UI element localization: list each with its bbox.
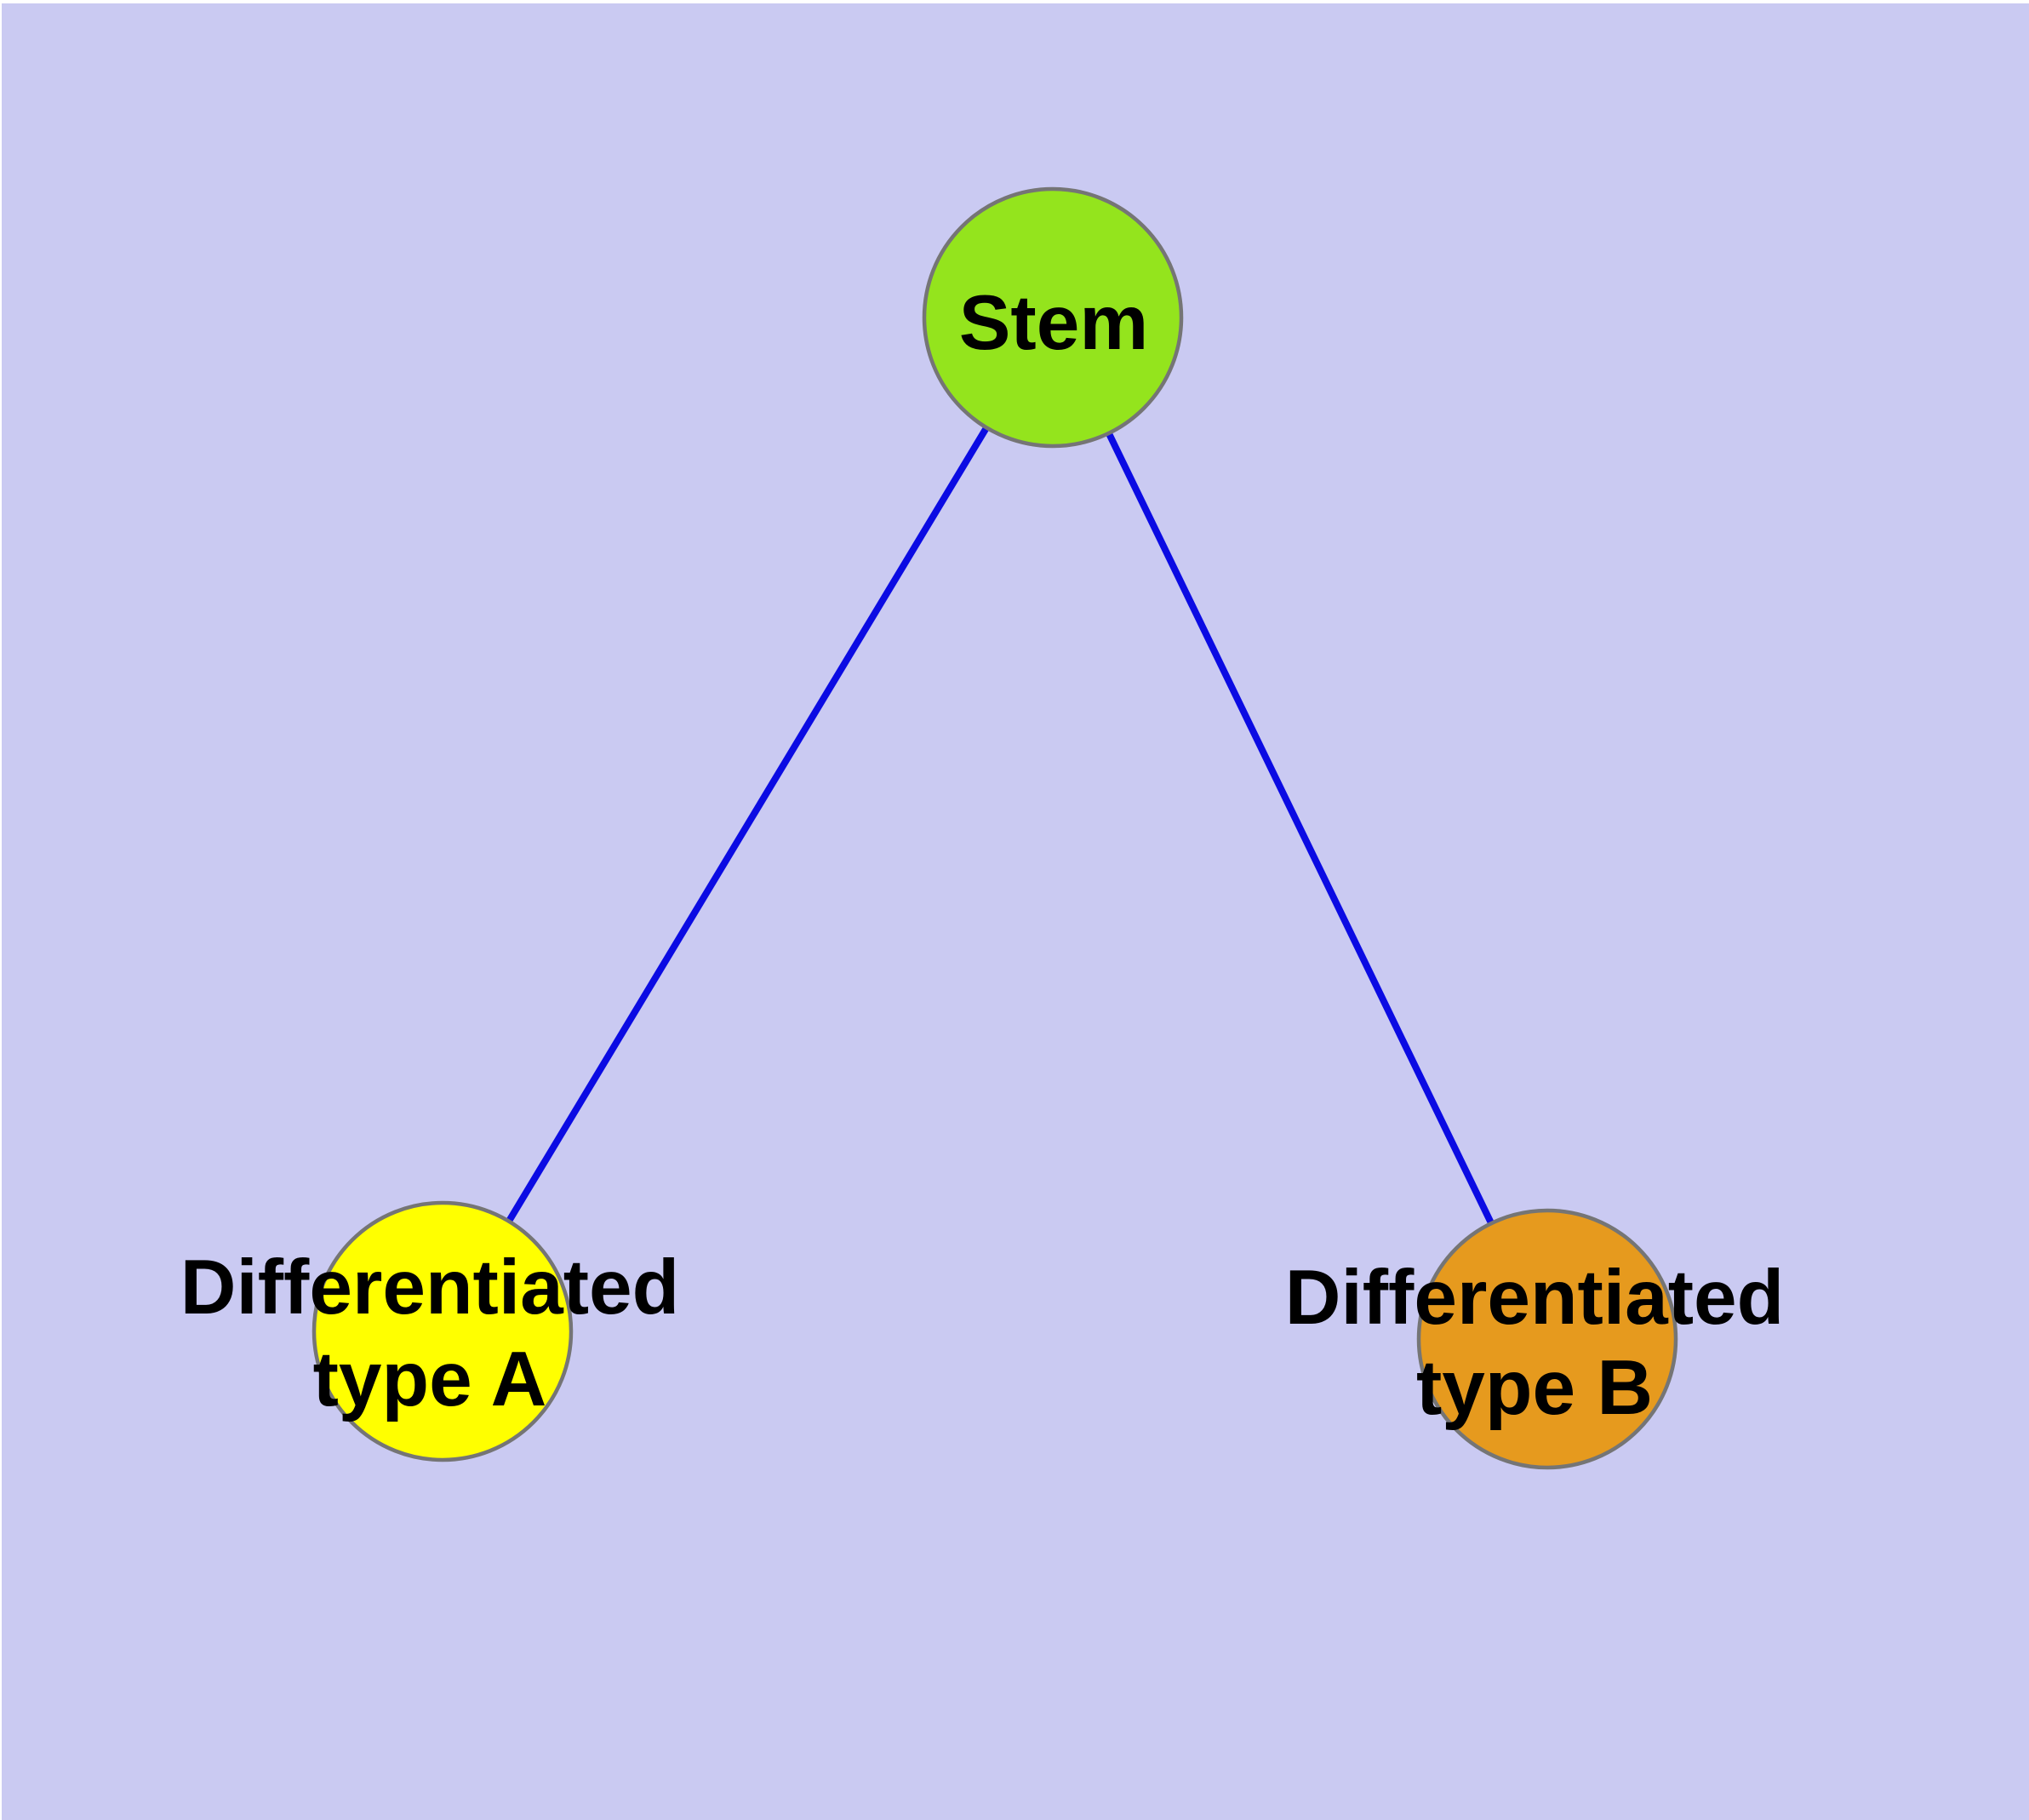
- node-stem-label: Stem: [959, 280, 1149, 366]
- edge-stem-to-type-a: [439, 315, 1056, 1334]
- node-type-b-label-line2: type B: [1416, 1345, 1653, 1431]
- node-differentiated-type-b: [1416, 1208, 1678, 1470]
- node-group: [311, 186, 1678, 1470]
- node-differentiated-type-a: [311, 1200, 574, 1462]
- node-type-b-label-line1: Differentiated: [1285, 1255, 1785, 1341]
- node-stem: [922, 186, 1184, 449]
- node-type-a-label-line1: Differentiated: [180, 1245, 680, 1331]
- label-group: Stem Differentiated type A Differentiate…: [180, 280, 1785, 1431]
- edge-group: [439, 315, 1551, 1341]
- node-type-a-label-line2: type A: [313, 1336, 547, 1422]
- edge-stem-to-type-b: [1049, 316, 1551, 1341]
